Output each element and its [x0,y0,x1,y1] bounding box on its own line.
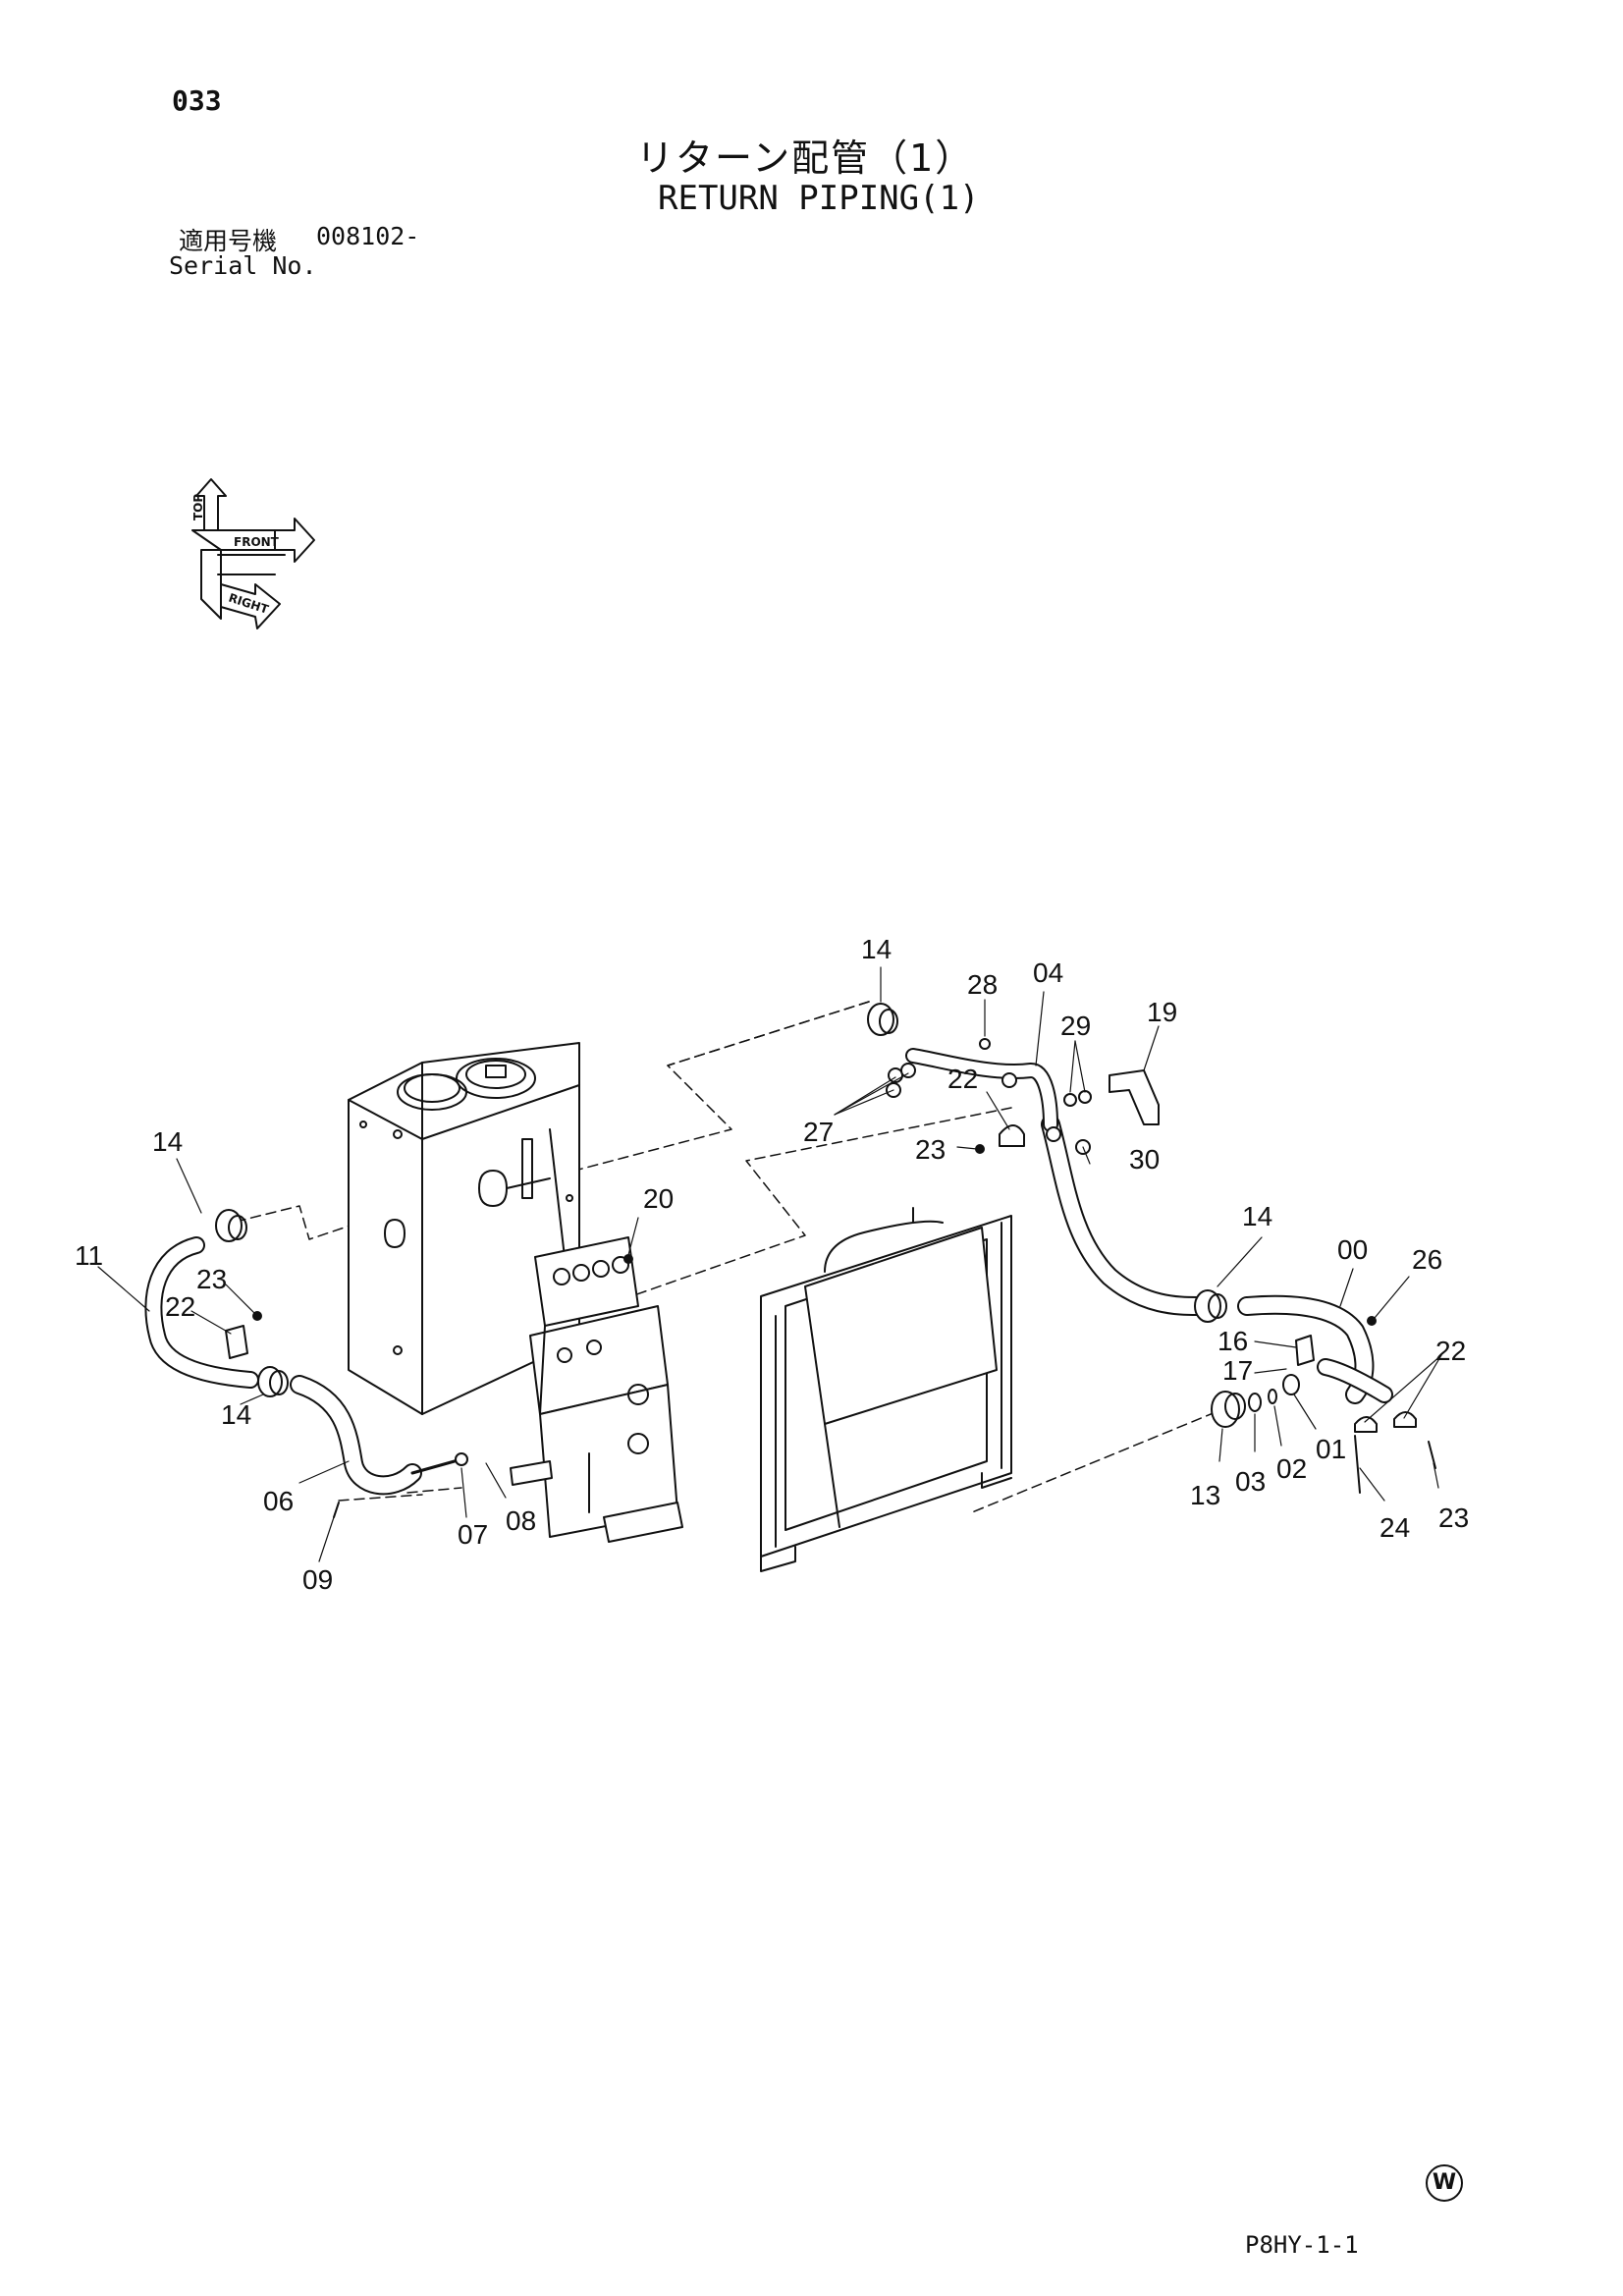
leader-lines [97,966,1442,1562]
part-label-20: 20 [643,1183,674,1214]
part-label-09: 09 [302,1564,333,1595]
part-label-01: 01 [1316,1434,1346,1464]
part-label-14: 14 [221,1399,251,1430]
clamp-14-left-lower [257,1366,289,1397]
part-label-04: 04 [1033,957,1063,988]
serial-value: 008102- [316,222,420,250]
part-label-03: 03 [1235,1466,1266,1497]
part-label-07: 07 [458,1519,488,1550]
clip-22-top [999,1124,1025,1147]
clip-22-right-a [1354,1416,1378,1433]
part-label-30: 30 [1129,1144,1160,1175]
part-label-08: 08 [506,1505,536,1536]
serial-label-english: Serial No. [169,251,317,280]
part-label-23: 23 [1438,1503,1469,1533]
drawing-code: P8HY-1-1 [1245,2231,1359,2259]
part-label-14: 14 [861,934,892,964]
part-label-17: 17 [1222,1355,1253,1386]
part-label-14: 14 [152,1126,183,1157]
control-valve [510,1236,683,1543]
part-label-23: 23 [915,1134,946,1165]
part-label-22: 22 [947,1064,978,1094]
part-label-11: 11 [75,1240,103,1271]
clip-22-right-b [1393,1411,1417,1428]
part-label-22: 22 [165,1291,195,1322]
orientation-indicator [191,478,315,629]
clamp-14-right [1194,1289,1227,1323]
part-label-26: 26 [1412,1244,1442,1275]
part-label-27: 27 [803,1117,834,1147]
bracket-16 [1295,1335,1315,1366]
part-label-22: 22 [1435,1336,1466,1366]
part-label-06: 06 [263,1486,294,1516]
flange-13 [1211,1391,1246,1428]
clamp-14-top [867,1003,898,1036]
title-english: RETURN PIPING(1) [658,179,980,218]
part-label-00: 00 [1337,1234,1368,1265]
part-label-16: 16 [1217,1326,1248,1356]
bracket-19 [1109,1069,1160,1125]
w-mark-symbol: W [1426,2164,1463,2202]
part-label-14: 14 [1242,1201,1272,1231]
part-label-24: 24 [1380,1512,1410,1543]
orientation-top-label: TOP [191,494,205,520]
part-label-19: 19 [1147,997,1177,1027]
page-number: 033 [172,84,222,117]
part-label-29: 29 [1060,1011,1091,1041]
part-label-02: 02 [1276,1453,1307,1484]
part-label-13: 13 [1190,1480,1220,1510]
clip-22-left [225,1325,248,1359]
serial-label-japanese: 適用号機 [179,227,278,255]
oil-cooler [760,1207,1012,1572]
part-label-23: 23 [196,1264,227,1294]
part-label-28: 28 [967,969,998,1000]
orientation-front-label: FRONT [234,535,280,549]
title-japanese: リターン配管（1） [636,137,975,180]
clamp-14-left-upper [215,1209,247,1242]
